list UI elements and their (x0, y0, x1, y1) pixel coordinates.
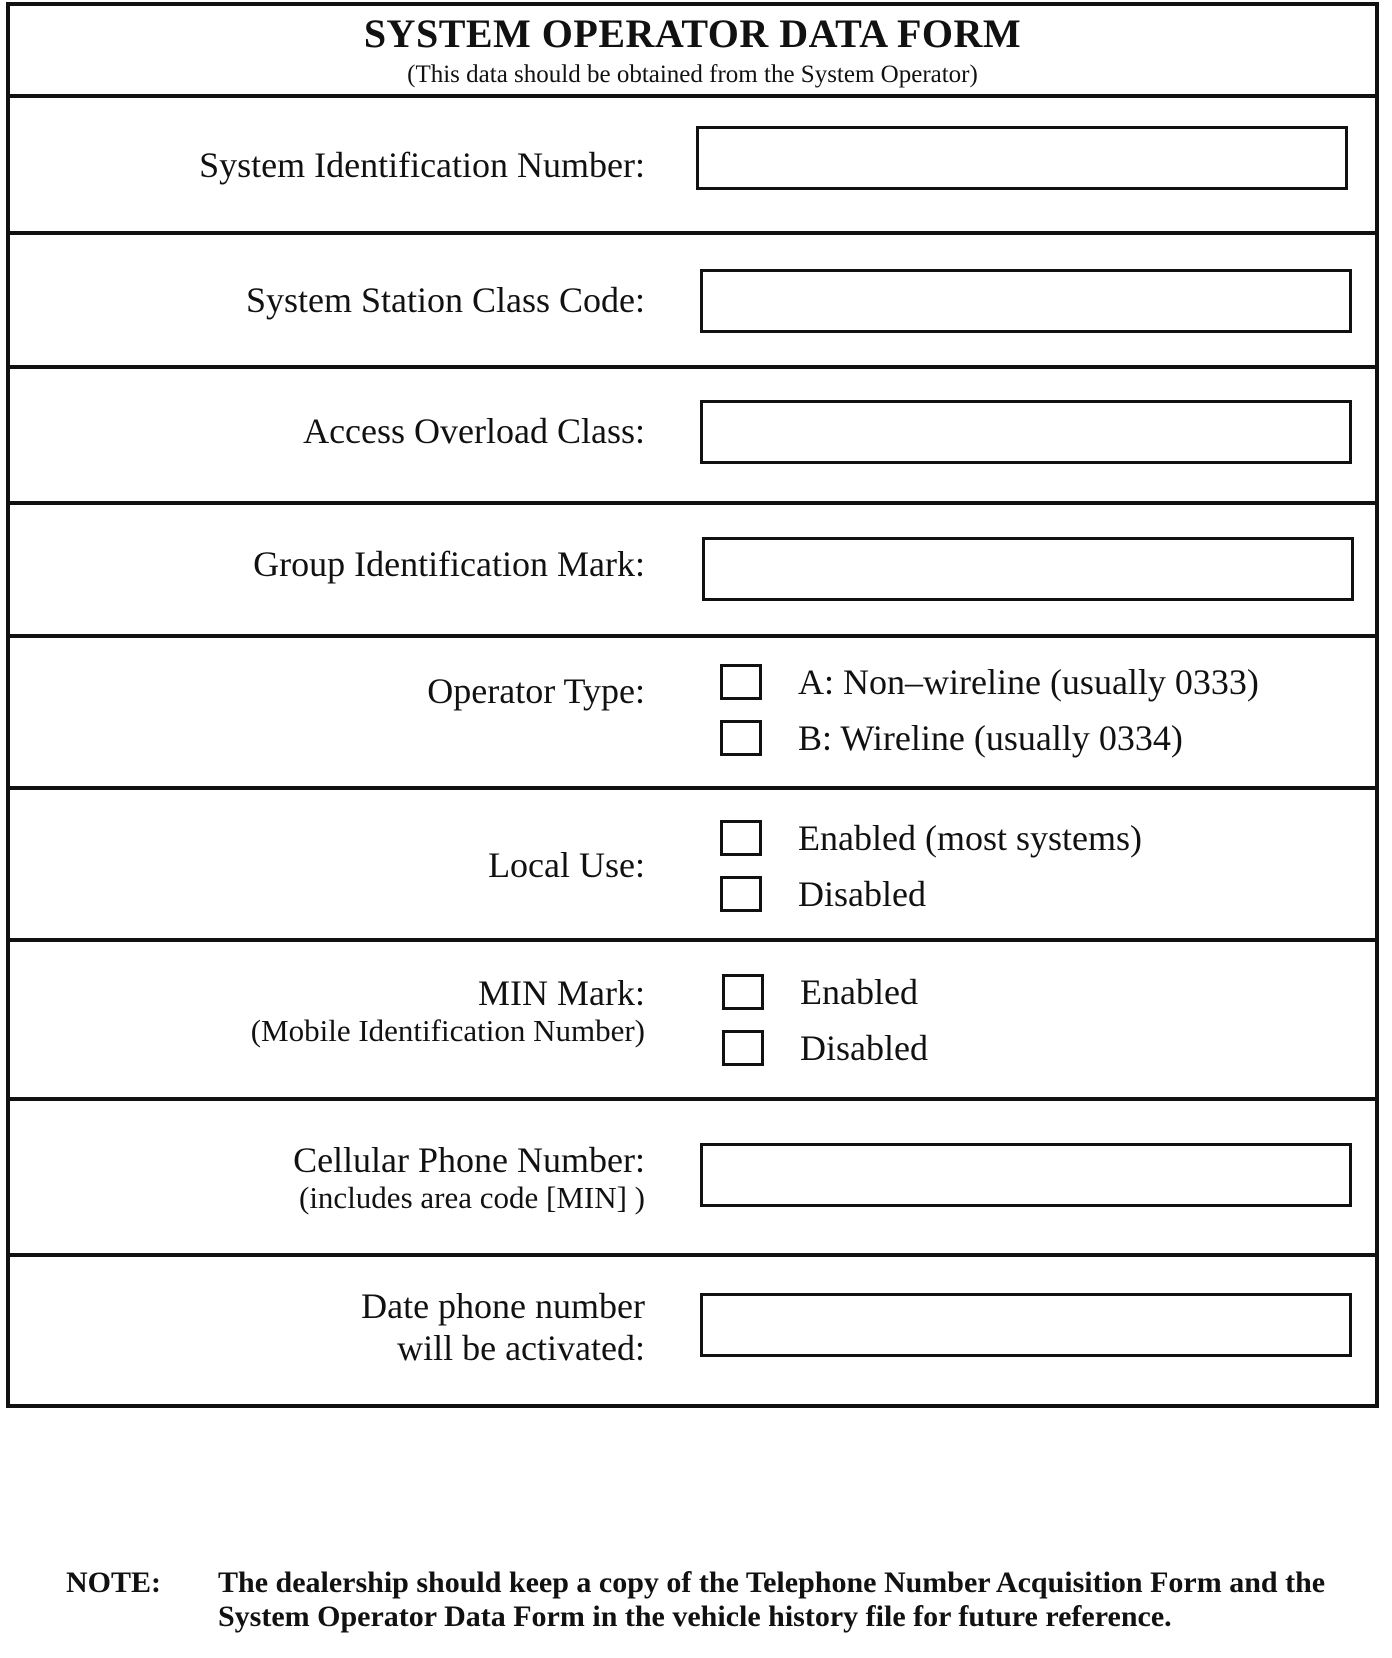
row-station-class: System Station Class Code: (10, 235, 1375, 369)
local-use-option-disabled[interactable]: Disabled (720, 866, 1142, 922)
min-mark-label: MIN Mark: (478, 973, 645, 1013)
operator-type-option-a[interactable]: A: Non–wireline (usually 0333) (720, 654, 1259, 710)
cellular-phone-label-group: Cellular Phone Number: (includes area co… (293, 1139, 645, 1215)
form-subtitle: (This data should be obtained from the S… (407, 61, 978, 88)
row-min-mark: MIN Mark: (Mobile Identification Number)… (10, 942, 1375, 1101)
min-mark-label-group: MIN Mark: (Mobile Identification Number) (251, 972, 645, 1048)
group-id-label: Group Identification Mark: (253, 544, 645, 584)
system-operator-data-form: SYSTEM OPERATOR DATA FORM (This data sho… (6, 2, 1379, 1408)
local-use-options: Enabled (most systems) Disabled (720, 810, 1142, 922)
option-label: Enabled (most systems) (798, 818, 1142, 858)
cellular-phone-sublabel: (includes area code [MIN] ) (299, 1180, 645, 1215)
cellular-phone-label: Cellular Phone Number: (293, 1140, 645, 1180)
row-cellular-phone: Cellular Phone Number: (includes area co… (10, 1101, 1375, 1257)
min-mark-option-disabled[interactable]: Disabled (722, 1020, 928, 1076)
activation-date-label-line2: will be activated: (397, 1328, 645, 1368)
checkbox[interactable] (720, 664, 762, 700)
station-class-field[interactable] (700, 269, 1352, 333)
row-local-use: Local Use: Enabled (most systems) Disabl… (10, 790, 1375, 942)
cellular-phone-field[interactable] (700, 1143, 1352, 1207)
activation-date-label-line1: Date phone number (361, 1286, 645, 1326)
checkbox[interactable] (720, 720, 762, 756)
checkbox[interactable] (720, 820, 762, 856)
operator-type-options: A: Non–wireline (usually 0333) B: Wireli… (720, 654, 1259, 766)
operator-type-label: Operator Type: (427, 671, 645, 711)
min-mark-option-enabled[interactable]: Enabled (722, 964, 928, 1020)
access-overload-field[interactable] (700, 400, 1352, 464)
checkbox[interactable] (722, 1030, 764, 1066)
form-title: SYSTEM OPERATOR DATA FORM (363, 11, 1022, 56)
local-use-option-enabled[interactable]: Enabled (most systems) (720, 810, 1142, 866)
group-id-field[interactable] (702, 537, 1354, 601)
station-class-label: System Station Class Code: (245, 280, 645, 320)
note-key: NOTE: (66, 1566, 162, 1599)
row-activation-date: Date phone number will be activated: (10, 1257, 1375, 1396)
note-text: The dealership should keep a copy of the… (218, 1566, 1326, 1633)
option-label: Enabled (800, 972, 918, 1012)
activation-date-label-group: Date phone number will be activated: (361, 1285, 645, 1369)
option-label: Disabled (800, 1028, 928, 1068)
option-label: A: Non–wireline (usually 0333) (798, 662, 1259, 702)
row-group-id: Group Identification Mark: (10, 505, 1375, 638)
operator-type-option-b[interactable]: B: Wireline (usually 0334) (720, 710, 1259, 766)
option-label: B: Wireline (usually 0334) (798, 718, 1183, 758)
checkbox[interactable] (720, 876, 762, 912)
form-header: SYSTEM OPERATOR DATA FORM (This data sho… (10, 6, 1375, 98)
system-id-field[interactable] (696, 126, 1348, 190)
access-overload-label: Access Overload Class: (303, 411, 645, 451)
min-mark-options: Enabled Disabled (722, 964, 928, 1076)
row-operator-type: Operator Type: A: Non–wireline (usually … (10, 638, 1375, 790)
activation-date-field[interactable] (700, 1293, 1352, 1357)
row-system-id: System Identification Number: (10, 98, 1375, 235)
checkbox[interactable] (722, 974, 764, 1010)
system-id-label: System Identification Number: (199, 145, 645, 185)
min-mark-sublabel: (Mobile Identification Number) (250, 1013, 645, 1048)
local-use-label: Local Use: (488, 845, 645, 885)
row-access-overload: Access Overload Class: (10, 369, 1375, 505)
option-label: Disabled (798, 874, 926, 914)
